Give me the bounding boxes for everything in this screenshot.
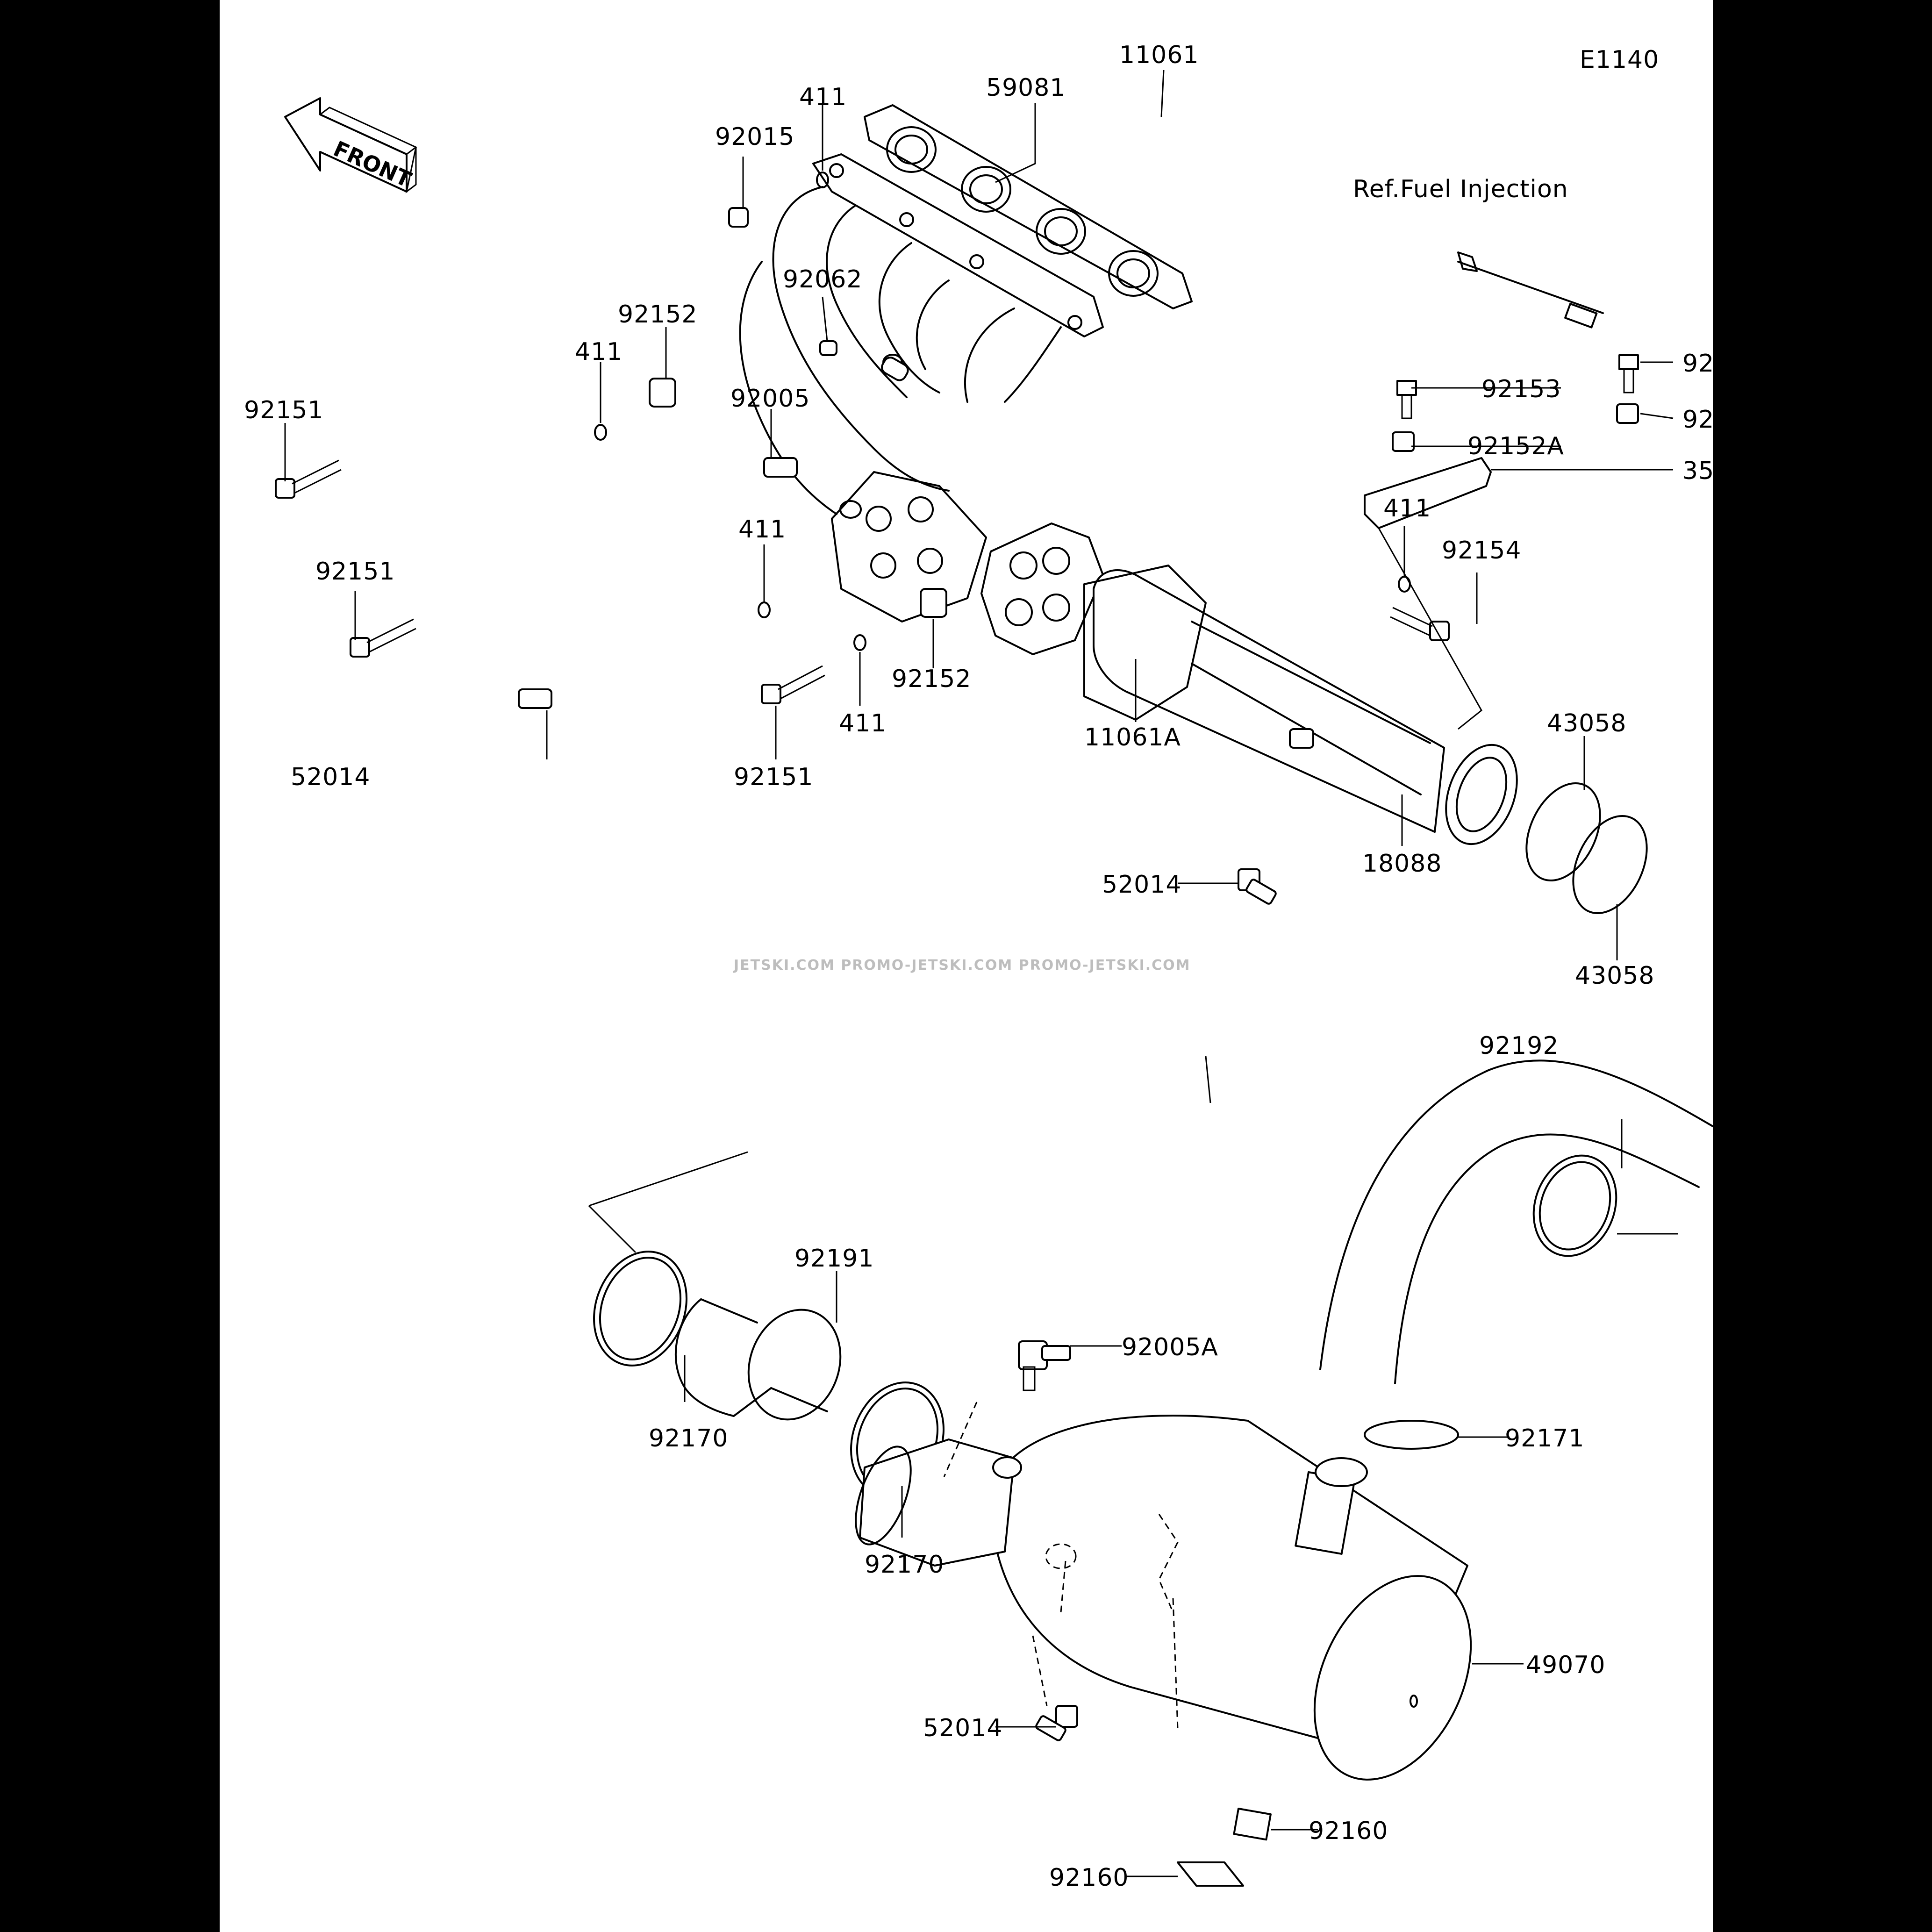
label-411: 411 [575, 338, 623, 366]
washer-411-right [1398, 576, 1411, 593]
bolt-92154 [1390, 607, 1450, 641]
injector-connector [1457, 251, 1604, 329]
collar-92152-middle [920, 588, 947, 618]
label-92152: 92152 [618, 301, 697, 329]
front-arrow-icon: FRONT [284, 97, 417, 193]
label-43058: 43058 [1575, 962, 1654, 990]
clamp-92170-left [593, 1251, 687, 1367]
gasket-11061A [980, 522, 1104, 655]
leader-lines [284, 70, 1678, 1877]
label-411: 411 [738, 515, 786, 544]
label-92005A: 92005A [1122, 1333, 1218, 1361]
fitting-92005 [763, 457, 798, 478]
exhaust-manifold-59081 [739, 153, 1104, 623]
label-92151: 92151 [734, 763, 813, 791]
label-411: 411 [1383, 494, 1431, 522]
label-52014: 52014 [291, 763, 370, 791]
label-92151: 92151 [244, 396, 323, 424]
washer-411-middle [758, 601, 771, 618]
watermark: JETSKI.COM PROMO-JETSKI.COM PROMO-JETSKI… [733, 957, 1191, 973]
collar-92152A-right [1616, 403, 1639, 424]
label-92192: 92192 [1479, 1032, 1559, 1060]
collar-92152-top [649, 378, 676, 408]
label-92154: 92154 [1442, 537, 1521, 565]
clamp-92171-bottom [1364, 1420, 1459, 1450]
label-52014: 52014 [1102, 871, 1181, 899]
diagram-sheet: E1140 Ref.Fuel Injection JETSKI.COM PROM… [220, 0, 1713, 1932]
label-92062: 92062 [783, 265, 862, 293]
label-92151: 92151 [315, 558, 395, 586]
hose-92192 [1319, 1059, 1713, 1384]
exhaust-pipe-18088 [1083, 565, 1518, 845]
collar-92152A-left [1392, 431, 1415, 452]
label-11061: 11061 [1119, 41, 1199, 69]
bracket-35063 [1364, 457, 1492, 529]
label-92171: 92171 [1505, 1424, 1584, 1453]
fitting-52014-upper-left [518, 688, 552, 709]
hose-92191 [674, 1298, 842, 1421]
fitting-52014-lower [1035, 1705, 1078, 1741]
muffler-49070 [855, 1402, 1472, 1781]
stud-92062 [819, 340, 837, 356]
label-92152: 92152 [892, 665, 971, 693]
label-92160: 92160 [1309, 1817, 1388, 1845]
bolt-92153-left [1396, 380, 1417, 419]
exhaust-gasket-11061 [864, 104, 1193, 309]
diagram-code: E1140 [1580, 46, 1659, 74]
bolt-92153-right [1618, 354, 1639, 394]
washer-411-top [816, 172, 829, 188]
label-92153: 92153 [1682, 350, 1713, 378]
label-11061A: 11061A [1084, 723, 1181, 751]
label-49070: 49070 [1526, 1651, 1605, 1679]
label-411: 411 [839, 709, 887, 737]
label-92160: 92160 [1049, 1864, 1129, 1892]
washer-411-left [594, 424, 607, 441]
label-92015: 92015 [715, 123, 794, 151]
label-92152A: 92152A [1467, 432, 1564, 460]
o-ring-43058-upper [1525, 782, 1601, 881]
washer-411-lower [853, 634, 866, 651]
label-92170: 92170 [865, 1551, 944, 1579]
bolt-92151-middle [350, 618, 416, 658]
label-43058: 43058 [1547, 709, 1626, 737]
label-52014: 52014 [923, 1714, 1002, 1742]
nut-92015 [728, 207, 749, 228]
exhaust-parts-diagram: E1140 Ref.Fuel Injection JETSKI.COM PROM… [244, 41, 1713, 1892]
label-92191: 92191 [794, 1245, 874, 1273]
fitting-52014-upper-center [1238, 868, 1277, 905]
label-411: 411 [799, 83, 847, 111]
label-92152A: 92152A [1682, 406, 1713, 434]
fitting-92005A [1018, 1340, 1071, 1391]
label-59081: 59081 [986, 74, 1066, 102]
pad-92160-right [1233, 1808, 1272, 1841]
clamp-92171-top [1532, 1154, 1617, 1257]
label-92170: 92170 [649, 1424, 728, 1453]
reference-label: Ref.Fuel Injection [1353, 175, 1568, 203]
o-ring-43058-lower [1572, 815, 1648, 914]
label-18088: 18088 [1362, 850, 1442, 878]
label-35063: 35063 [1682, 457, 1713, 485]
pad-92160-bottom [1177, 1861, 1244, 1887]
bolt-92151-lower [761, 665, 825, 704]
label-92153: 92153 [1481, 375, 1561, 403]
bolt-92151-top [275, 459, 342, 499]
label-92005: 92005 [730, 385, 810, 413]
